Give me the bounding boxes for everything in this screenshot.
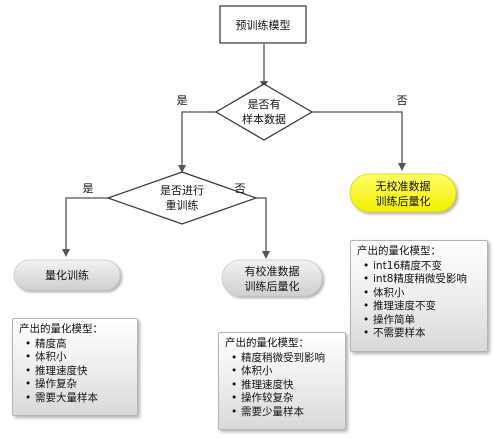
list-item: •操作复杂	[25, 378, 77, 390]
calibrated-ptq-result-card: 产出的量化模型： •精度稍微受到影响 •体积小 •推理速度快 •操作较复杂 •需…	[218, 332, 346, 430]
quant-training-node	[13, 259, 121, 291]
quant-training-result-card: 产出的量化模型： •精度高 •体积小 •推理速度快 •操作复杂 •需要大量样本	[12, 318, 138, 416]
list-item: •需要少量样本	[231, 405, 304, 418]
edge-retrain-no	[256, 197, 270, 259]
decision-retrain-line2: 重训练	[166, 198, 199, 212]
list-item: •操作简单	[363, 313, 415, 326]
list-item: •int8精度稍微受影响	[363, 273, 467, 285]
label-has-samples-yes: 是	[177, 94, 188, 107]
label-has-samples-no: 否	[397, 94, 408, 107]
list-item: •操作较复杂	[231, 392, 294, 404]
uncalibrated-ptq-card-title: 产出的量化模型：	[357, 245, 441, 257]
decision-has-samples-line2: 样本数据	[242, 112, 286, 126]
label-retrain-yes: 是	[83, 182, 94, 195]
uncalibrated-ptq-line2: 训练后量化	[376, 194, 431, 208]
calibrated-ptq-line1: 有校准数据	[245, 264, 300, 278]
quant-training-card-list: •精度高 •体积小 •推理速度快 •操作复杂 •需要大量样本	[19, 338, 131, 406]
quant-training-label: 量化训练	[45, 268, 89, 282]
list-item: •需要大量样本	[25, 391, 98, 404]
decision-has-samples-line1: 是否有	[248, 97, 281, 111]
list-item: •体积小	[25, 351, 67, 363]
calibrated-ptq-card-title: 产出的量化模型：	[225, 337, 309, 349]
list-item: •体积小	[363, 286, 405, 299]
edge-yes-to-retrain-decision	[178, 111, 216, 173]
uncalibrated-ptq-result-card: 产出的量化模型： •int16精度不变 •int8精度稍微受影响 •体积小 •推…	[350, 240, 488, 352]
list-item: •推理速度快	[231, 378, 294, 391]
list-item: •推理速度不变	[363, 300, 436, 312]
edge-no-to-uncalibrated	[312, 111, 406, 171]
list-item: •精度稍微受到影响	[231, 351, 325, 364]
start-node-label: 预训练模型	[236, 18, 291, 32]
list-item: •精度高	[25, 337, 67, 350]
uncalibrated-ptq-node	[349, 173, 457, 213]
list-item: •不需要样本	[363, 327, 426, 339]
list-item: •体积小	[231, 365, 273, 377]
list-item: •推理速度快	[25, 364, 88, 377]
list-item: •int16精度不变	[363, 259, 443, 272]
decision-retrain: 是否进行 重训练	[106, 171, 258, 225]
start-node: 预训练模型	[219, 5, 307, 44]
calibrated-ptq-node	[221, 259, 323, 297]
uncalibrated-ptq-card-list: •int16精度不变 •int8精度稍微受影响 •体积小 •推理速度不变 •操作…	[357, 260, 481, 341]
decision-retrain-line1: 是否进行	[160, 184, 204, 197]
quant-training-card-title: 产出的量化模型：	[19, 323, 103, 335]
edge-retrain-yes	[62, 197, 108, 257]
label-retrain-no: 否	[235, 182, 246, 195]
calibrated-ptq-card-list: •精度稍微受到影响 •体积小 •推理速度快 •操作较复杂 •需要少量样本	[225, 352, 339, 420]
connectors	[62, 44, 406, 259]
calibrated-ptq-line2: 训练后量化	[245, 279, 300, 293]
uncalibrated-ptq-line1: 无校准数据	[376, 179, 431, 193]
decision-has-samples: 是否有 样本数据	[214, 83, 314, 141]
